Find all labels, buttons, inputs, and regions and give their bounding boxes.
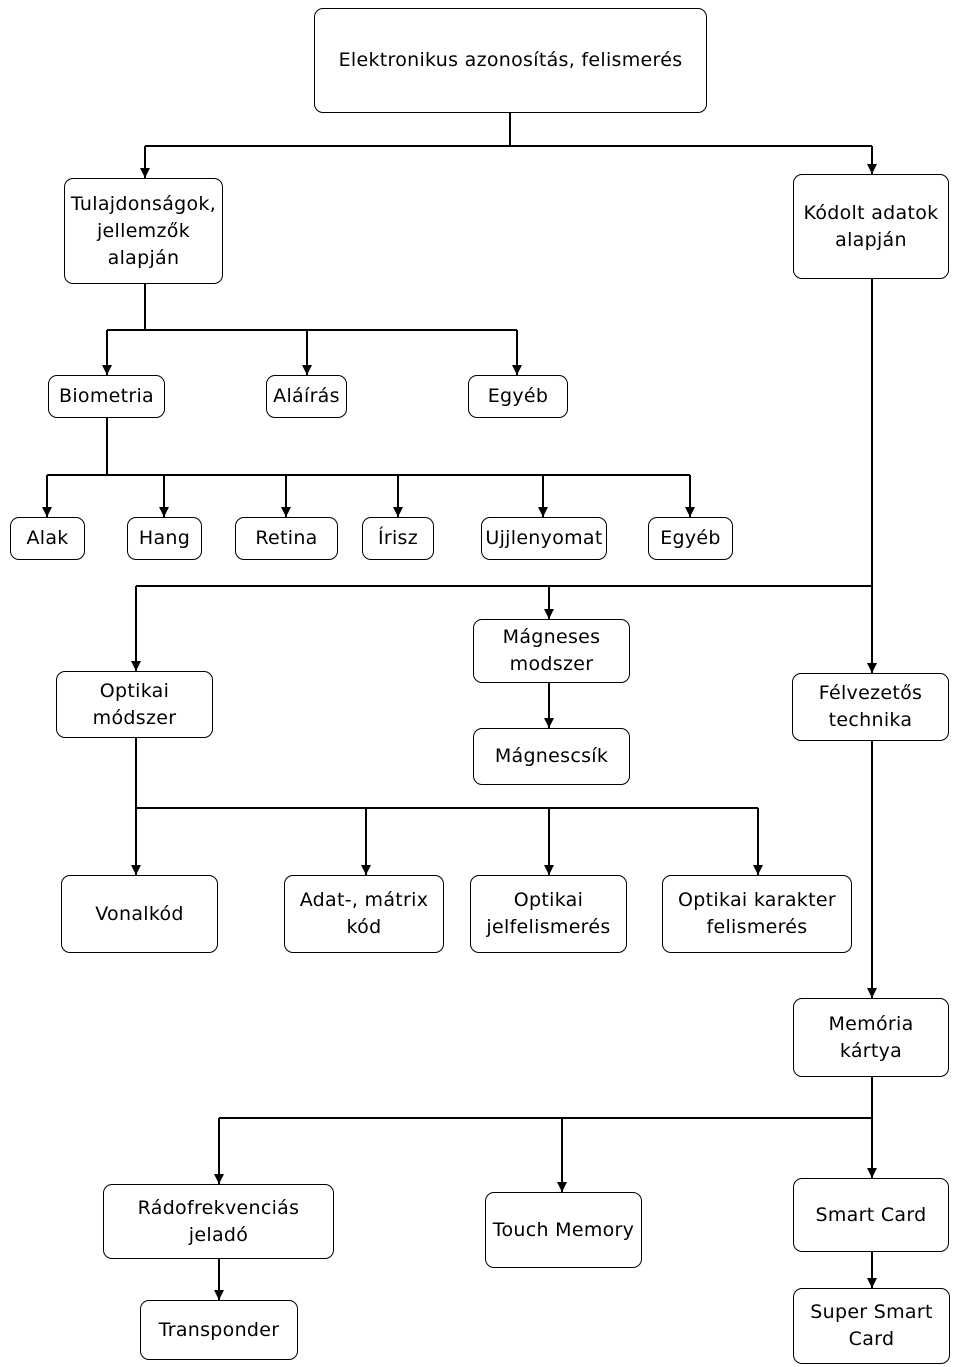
node-felvezetos: Félvezetős technika: [792, 673, 949, 741]
node-smart-card: Smart Card: [793, 1178, 949, 1252]
node-touch-memory: Touch Memory: [485, 1192, 642, 1268]
node-retina: Retina: [235, 517, 338, 560]
node-ujjlenyomat: Ujjlenyomat: [481, 517, 607, 560]
node-magnescsik: Mágnescsík: [473, 728, 630, 785]
node-egyeb1: Egyéb: [468, 375, 568, 418]
node-radiofrekvencias: Rádofrekvenciás jeladó: [103, 1184, 334, 1259]
node-adat-matrix: Adat-, mátrix kód: [284, 875, 444, 953]
node-biometria: Biometria: [48, 375, 165, 418]
node-vonalkod: Vonalkód: [61, 875, 218, 953]
node-optikai-karakter: Optikai karakter felismerés: [662, 875, 852, 953]
node-alairas: Aláírás: [266, 375, 347, 418]
node-transponder: Transponder: [140, 1300, 298, 1360]
node-super-smart-card: Super Smart Card: [793, 1288, 950, 1364]
node-egyeb2: Egyéb: [648, 517, 733, 560]
node-tulajdonsagok: Tulajdonságok, jellemzők alapján: [64, 178, 223, 284]
node-memoria: Memória kártya: [793, 998, 949, 1077]
node-root: Elektronikus azonosítás, felismerés: [314, 8, 707, 113]
node-alak: Alak: [10, 517, 85, 560]
node-kodolt: Kódolt adatok alapján: [793, 174, 949, 279]
node-magneses-modszer: Mágneses modszer: [473, 619, 630, 683]
node-optikai-modszer: Optikai módszer: [56, 671, 213, 738]
node-hang: Hang: [127, 517, 202, 560]
node-irisz: Írisz: [362, 517, 434, 560]
node-optikai-jel: Optikai jelfelismerés: [470, 875, 627, 953]
